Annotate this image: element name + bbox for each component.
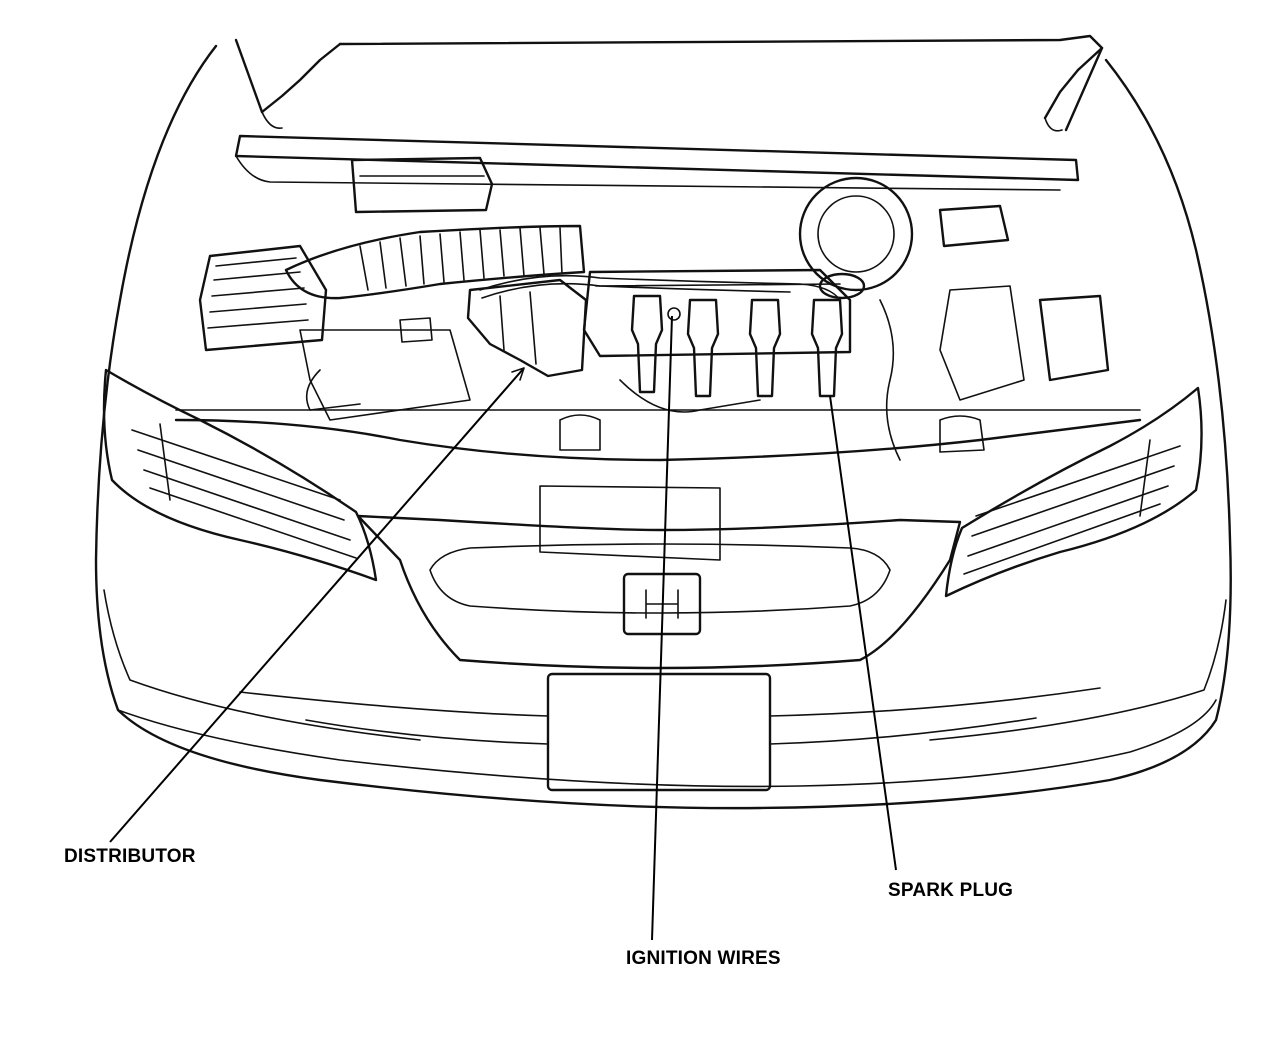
- distributor-arrow: [511, 367, 525, 381]
- ignition-wires-label: IGNITION WIRES: [626, 948, 781, 969]
- grille: [356, 485, 962, 670]
- distributor-leader: [109, 367, 525, 843]
- headlight-left: [102, 368, 378, 582]
- spark-plug-boots: [630, 294, 844, 398]
- leader-lines: [109, 315, 897, 941]
- car-body: [94, 44, 1232, 810]
- spark-plug-label: SPARK PLUG: [888, 880, 1014, 901]
- ignition-wires-leader: [651, 315, 673, 941]
- hood: [234, 34, 1104, 132]
- bumper: [239, 672, 1101, 792]
- headlight-right: [944, 386, 1203, 598]
- engine-bay: [174, 156, 1142, 462]
- distributor-label: DISTRIBUTOR: [64, 846, 196, 867]
- spark-plug-leader: [829, 395, 897, 871]
